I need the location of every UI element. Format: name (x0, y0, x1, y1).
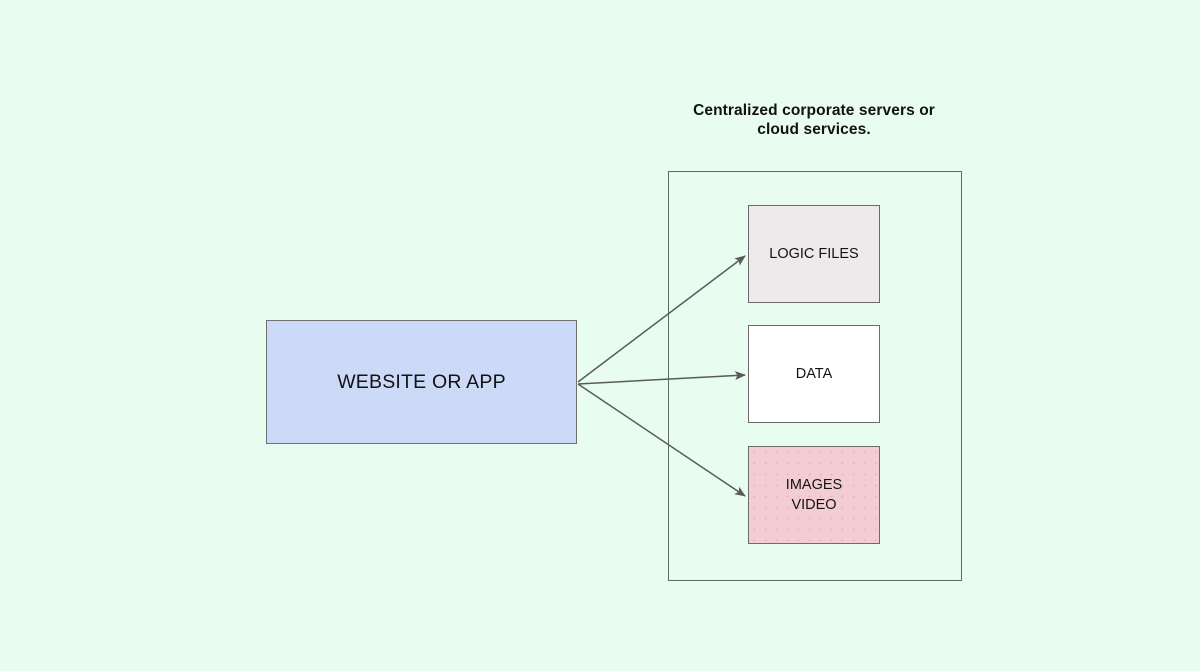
node-website-or-app-label: WEBSITE OR APP (337, 371, 506, 393)
node-images-video-label: IMAGES VIDEO (785, 477, 843, 513)
node-images-video[interactable]: IMAGES VIDEO (748, 446, 880, 544)
container-title: Centralized corporate servers or cloud s… (693, 102, 935, 138)
node-logic-files[interactable]: LOGIC FILES (748, 205, 880, 303)
node-logic-files-label: LOGIC FILES (769, 246, 859, 262)
node-data-label: DATA (795, 366, 833, 382)
node-data[interactable]: DATA (748, 325, 880, 423)
node-website-or-app[interactable]: WEBSITE OR APP (266, 320, 577, 444)
